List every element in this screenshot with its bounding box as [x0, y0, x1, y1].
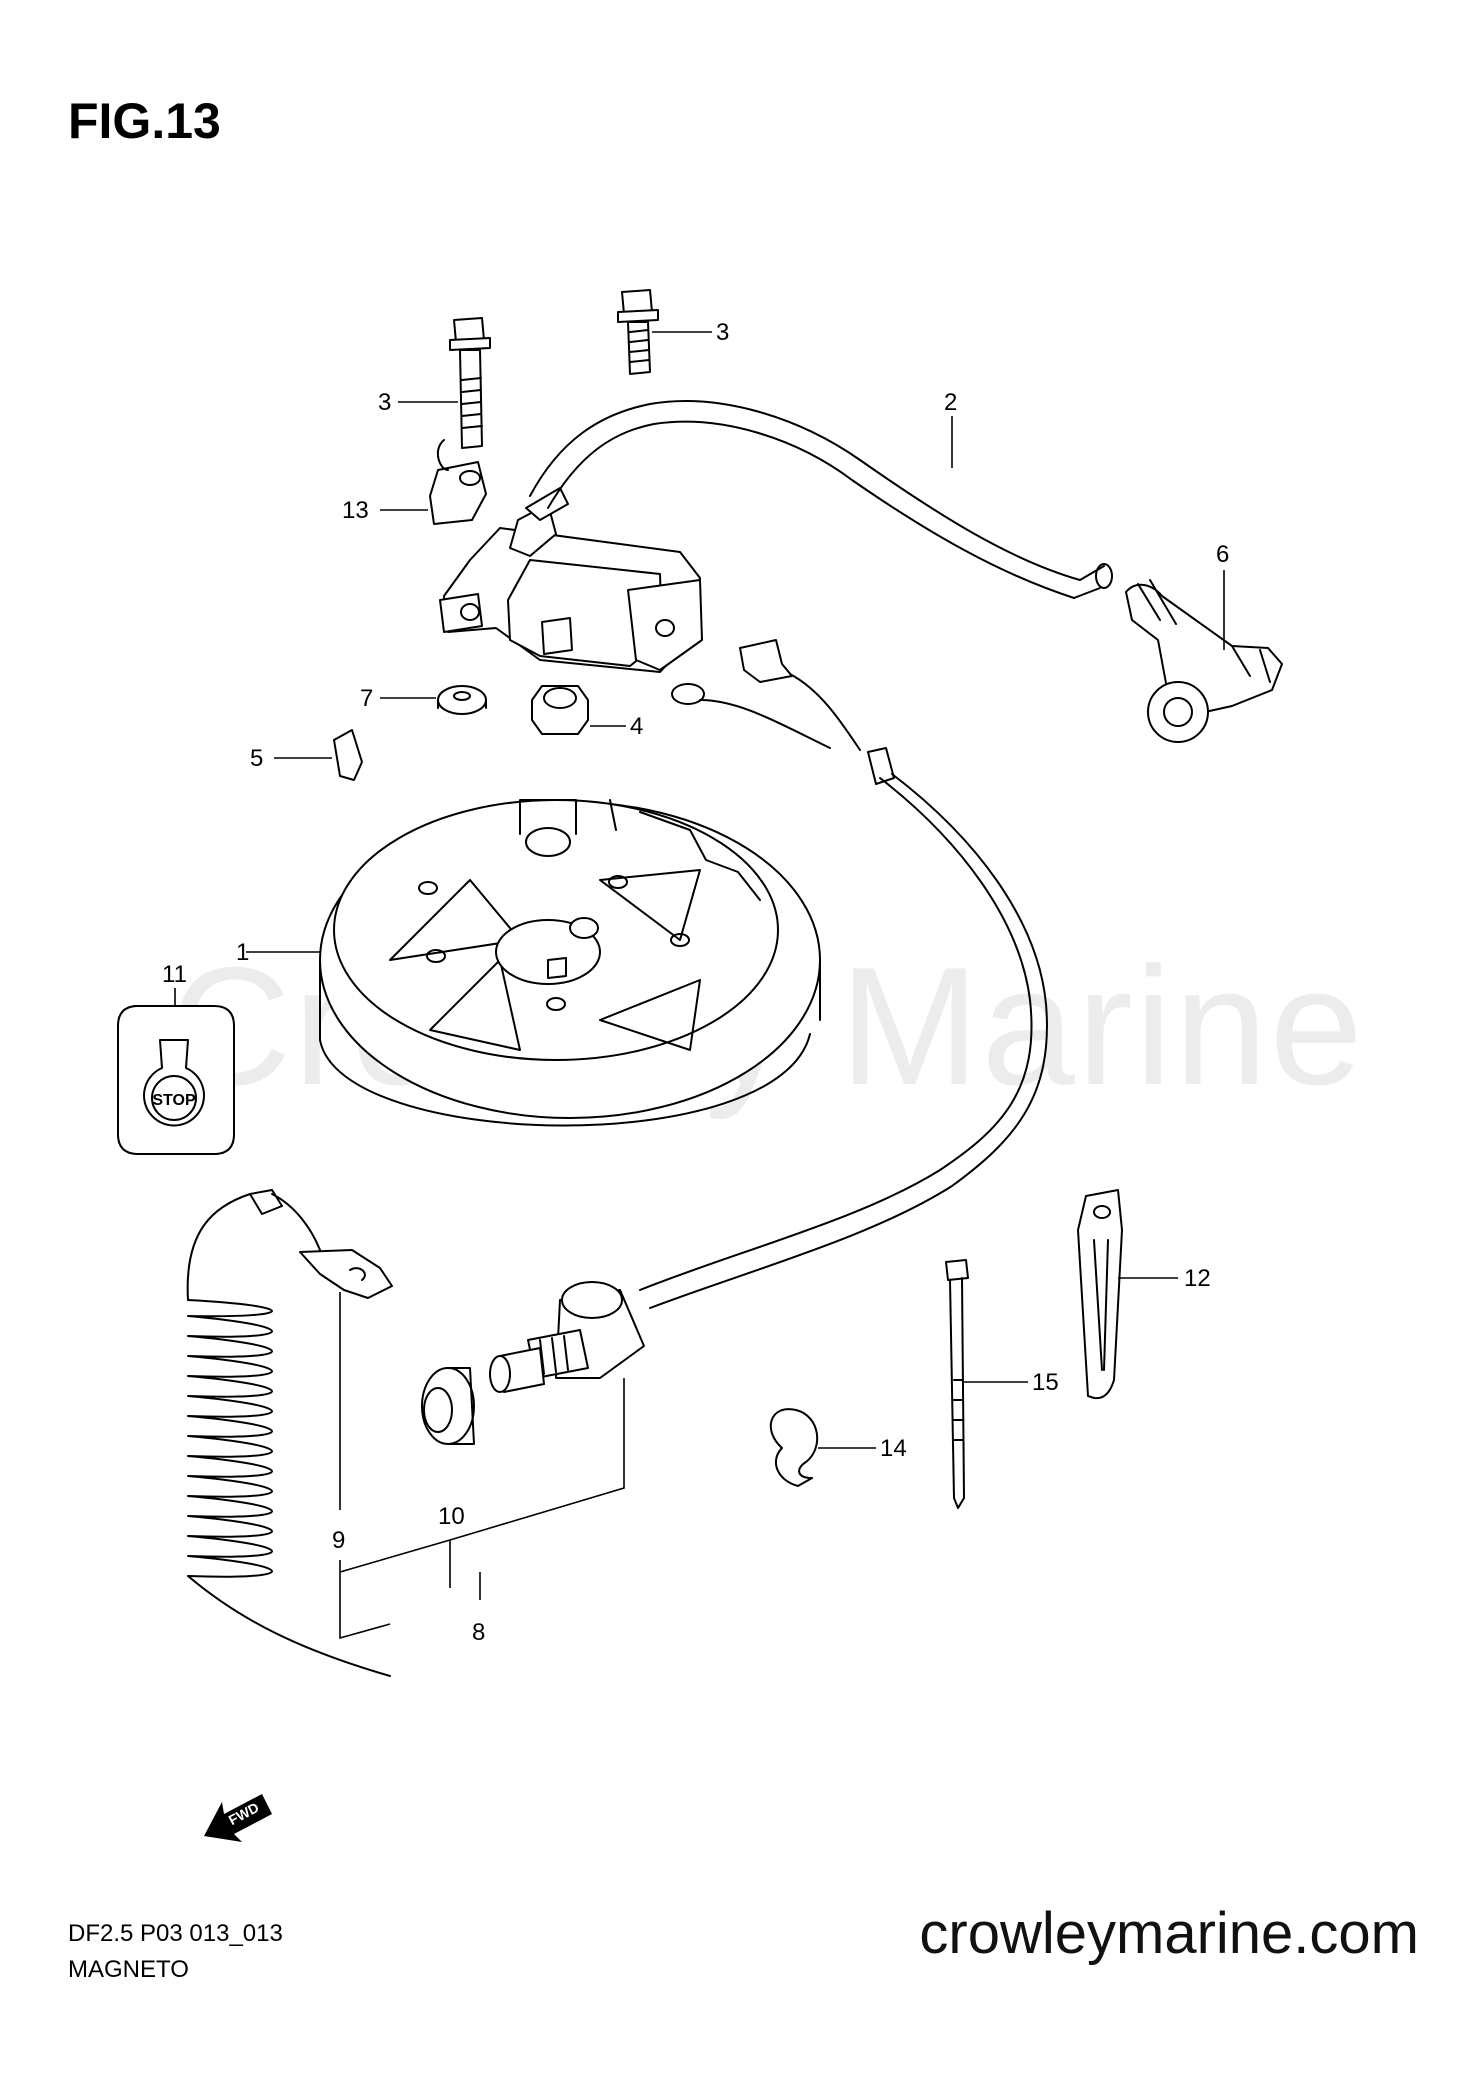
callout-7: 7 [360, 685, 373, 712]
key-drawing [333, 729, 363, 781]
figure-title: FIG.13 [68, 93, 221, 149]
stop-plate-drawing: STOP [117, 1005, 235, 1155]
model-code: DF2.5 P03 013_013 [68, 1920, 283, 1947]
clip-drawing [1077, 1189, 1123, 1400]
switch-nut-drawing [421, 1367, 475, 1445]
callout-15: 15 [1032, 1369, 1059, 1396]
callout-11: 11 [162, 961, 187, 988]
callout-8: 8 [472, 1619, 485, 1646]
high-tension-cord-drawing [529, 400, 1113, 599]
flywheel-drawing [319, 799, 821, 1127]
fwd-arrow-icon: FWD [204, 1794, 272, 1842]
stop-switch-cable-drawing [639, 639, 1048, 1309]
callout-9: 9 [332, 1527, 345, 1554]
washer-drawing [437, 685, 487, 715]
callout-10: 10 [438, 1503, 465, 1530]
callout-14: 14 [880, 1435, 907, 1462]
callout-12: 12 [1184, 1265, 1211, 1292]
callout-3-left: 3 [378, 389, 391, 416]
callout-3-upper: 3 [716, 319, 729, 346]
plug-cap-drawing [1125, 579, 1283, 743]
website-link[interactable]: crowleymarine.com [919, 1901, 1419, 1966]
callout-5: 5 [250, 745, 263, 772]
stop-switch-drawing [489, 1281, 645, 1393]
bolt-upper-drawing [617, 289, 659, 375]
stop-button-label: STOP [152, 1092, 196, 1109]
bolt-left-drawing [449, 317, 491, 449]
leader-lanyard [339, 1292, 391, 1640]
leader-stop-switch [339, 1378, 625, 1600]
clamp-drawing [429, 439, 487, 525]
callout-13: 13 [342, 497, 369, 524]
nut-drawing [531, 685, 589, 735]
section-name: MAGNETO [68, 1956, 189, 1983]
callout-2: 2 [944, 389, 957, 416]
ignition-coil-drawing [439, 487, 703, 673]
callout-6: 6 [1216, 541, 1229, 568]
lanyard-drawing [186, 1189, 393, 1677]
clip-ring-drawing [769, 1408, 819, 1487]
cable-tie-drawing [945, 1259, 969, 1509]
callout-4: 4 [630, 713, 643, 740]
callout-1: 1 [236, 939, 249, 966]
